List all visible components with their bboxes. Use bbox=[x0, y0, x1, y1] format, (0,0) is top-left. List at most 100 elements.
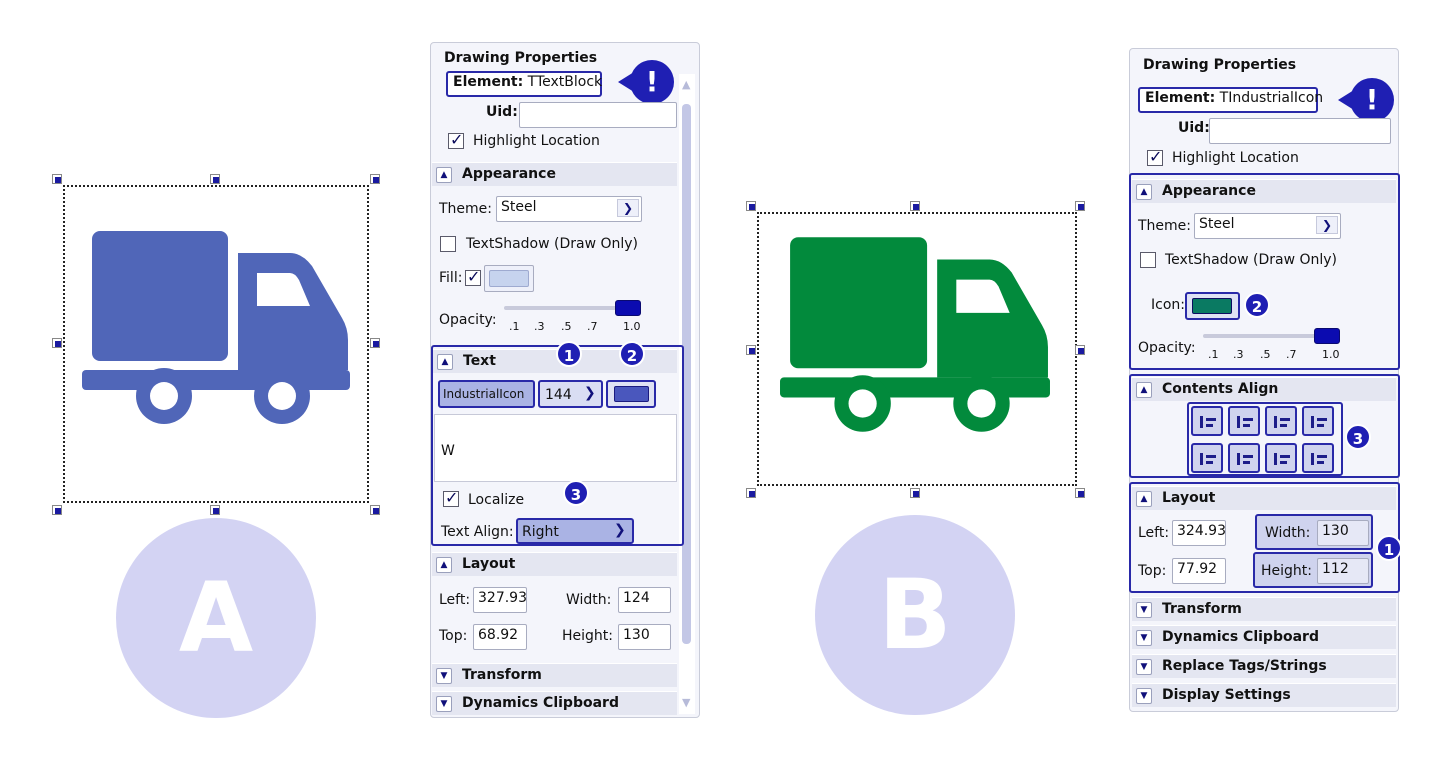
resize-handle-n-a[interactable] bbox=[210, 174, 220, 184]
font-size-value: 144 bbox=[545, 387, 572, 403]
section-transform-b[interactable]: ▼ Transform bbox=[1132, 597, 1396, 621]
theme-select[interactable]: Steel ❯ bbox=[496, 196, 642, 222]
width-input[interactable]: 130 bbox=[1317, 520, 1369, 546]
fill-color-swatch[interactable] bbox=[484, 265, 534, 292]
chevron-down-icon[interactable]: ❯ bbox=[617, 199, 639, 217]
opacity-tick-3: .5 bbox=[1260, 348, 1271, 361]
truck-icon-b[interactable] bbox=[778, 234, 1052, 432]
chevron-up-icon[interactable]: ▲ bbox=[436, 167, 452, 183]
resize-handle-nw-a[interactable] bbox=[52, 174, 62, 184]
selection-box-a[interactable] bbox=[63, 185, 369, 503]
chevron-down-icon[interactable]: ▼ bbox=[436, 668, 452, 684]
text-content-input[interactable]: W bbox=[434, 414, 677, 482]
align-stretch-horizontal-icon[interactable] bbox=[1302, 406, 1334, 436]
align-left-icon[interactable] bbox=[1191, 406, 1223, 436]
height-input[interactable]: 112 bbox=[1317, 558, 1369, 584]
opacity-slider-track[interactable] bbox=[1203, 334, 1330, 338]
section-appearance-a[interactable]: ▲ Appearance bbox=[432, 162, 677, 186]
resize-handle-nw-b[interactable] bbox=[746, 201, 756, 211]
opacity-slider-track[interactable] bbox=[504, 306, 632, 310]
resize-handle-s-a[interactable] bbox=[210, 505, 220, 515]
resize-handle-e-b[interactable] bbox=[1075, 345, 1085, 355]
opacity-slider-thumb[interactable] bbox=[1314, 328, 1340, 344]
section-dynamics-clipboard-a[interactable]: ▼ Dynamics Clipboard bbox=[432, 691, 677, 715]
section-title: Layout bbox=[462, 556, 516, 572]
chevron-down-icon[interactable]: ❯ bbox=[584, 385, 596, 401]
scroll-up-icon[interactable]: ▲ bbox=[682, 78, 691, 91]
contents-align-highlight bbox=[1129, 374, 1400, 478]
uid-input[interactable] bbox=[519, 102, 677, 128]
textshadow-checkbox[interactable] bbox=[440, 236, 456, 252]
resize-handle-se-a[interactable] bbox=[370, 505, 380, 515]
resize-handle-sw-b[interactable] bbox=[746, 488, 756, 498]
resize-handle-s-b[interactable] bbox=[910, 488, 920, 498]
section-title: Appearance bbox=[462, 166, 556, 182]
chevron-down-icon[interactable]: ❯ bbox=[614, 522, 626, 538]
highlight-location-checkbox[interactable] bbox=[448, 130, 464, 149]
height-input[interactable]: 130 bbox=[618, 624, 671, 650]
align-middle-icon[interactable] bbox=[1228, 443, 1260, 473]
element-type-box-b: Element: TIndustrialIcon bbox=[1138, 87, 1323, 113]
resize-handle-ne-a[interactable] bbox=[370, 174, 380, 184]
section-contents-align[interactable]: ▲ Contents Align bbox=[1132, 377, 1396, 401]
font-select[interactable]: IndustrialIcon bbox=[438, 380, 535, 408]
section-appearance-b[interactable]: ▲ Appearance bbox=[1132, 179, 1396, 203]
align-stretch-vertical-icon[interactable] bbox=[1302, 443, 1334, 473]
chevron-down-icon[interactable]: ▼ bbox=[1136, 688, 1152, 704]
resize-handle-se-b[interactable] bbox=[1075, 488, 1085, 498]
chevron-down-icon[interactable]: ▼ bbox=[1136, 659, 1152, 675]
chevron-down-icon[interactable]: ▼ bbox=[1136, 602, 1152, 618]
left-input[interactable]: 324.93 bbox=[1172, 520, 1226, 546]
highlight-location-checkbox[interactable] bbox=[1147, 147, 1163, 166]
chevron-down-icon[interactable]: ❯ bbox=[1316, 216, 1338, 234]
top-input[interactable]: 77.92 bbox=[1172, 558, 1226, 584]
scroll-thumb-a[interactable] bbox=[682, 104, 691, 644]
resize-handle-ne-b[interactable] bbox=[1075, 201, 1085, 211]
chevron-down-icon[interactable]: ▼ bbox=[1136, 630, 1152, 646]
section-layout-b[interactable]: ▲ Layout bbox=[1132, 486, 1396, 510]
chevron-up-icon[interactable]: ▲ bbox=[437, 354, 453, 370]
section-title: Text bbox=[463, 353, 496, 369]
section-title: Layout bbox=[1162, 490, 1216, 506]
section-dynamics-clipboard-b[interactable]: ▼ Dynamics Clipboard bbox=[1132, 625, 1396, 649]
resize-handle-w-b[interactable] bbox=[746, 345, 756, 355]
chevron-up-icon[interactable]: ▲ bbox=[1136, 491, 1152, 507]
chevron-up-icon[interactable]: ▲ bbox=[1136, 382, 1152, 398]
opacity-slider-thumb[interactable] bbox=[615, 300, 641, 316]
top-input[interactable]: 68.92 bbox=[473, 624, 527, 650]
align-right-icon[interactable] bbox=[1265, 406, 1297, 436]
chevron-down-icon[interactable]: ▼ bbox=[436, 696, 452, 712]
font-size-select[interactable]: 144 ❯ bbox=[538, 380, 603, 408]
section-display-settings[interactable]: ▼ Display Settings bbox=[1132, 683, 1396, 707]
resize-handle-sw-a[interactable] bbox=[52, 505, 62, 515]
align-center-icon[interactable] bbox=[1228, 406, 1260, 436]
left-input[interactable]: 327.93 bbox=[473, 587, 527, 613]
top-label: Top: bbox=[439, 628, 468, 644]
text-color-swatch[interactable] bbox=[606, 380, 656, 408]
width-input[interactable]: 124 bbox=[618, 587, 671, 613]
align-bottom-icon[interactable] bbox=[1265, 443, 1297, 473]
truck-icon-a[interactable] bbox=[80, 228, 352, 424]
resize-handle-e-a[interactable] bbox=[370, 338, 380, 348]
resize-handle-n-b[interactable] bbox=[910, 201, 920, 211]
scroll-down-icon[interactable]: ▼ bbox=[682, 696, 691, 709]
theme-select[interactable]: Steel ❯ bbox=[1194, 213, 1341, 239]
opacity-tick-1: .1 bbox=[509, 320, 520, 333]
textshadow-checkbox[interactable] bbox=[1140, 252, 1156, 268]
icon-color-swatch[interactable] bbox=[1185, 292, 1240, 320]
top-label: Top: bbox=[1138, 563, 1167, 579]
opacity-tick-4: .7 bbox=[1286, 348, 1297, 361]
section-layout-a[interactable]: ▲ Layout bbox=[432, 552, 677, 576]
localize-checkbox[interactable] bbox=[443, 488, 459, 507]
opacity-tick-1: .1 bbox=[1208, 348, 1219, 361]
section-replace-tags-strings[interactable]: ▼ Replace Tags/Strings bbox=[1132, 654, 1396, 678]
chevron-up-icon[interactable]: ▲ bbox=[436, 557, 452, 573]
label-a-circle: A bbox=[116, 518, 316, 718]
uid-input[interactable] bbox=[1209, 118, 1391, 144]
text-align-select[interactable]: Right ❯ bbox=[516, 518, 634, 544]
align-top-icon[interactable] bbox=[1191, 443, 1223, 473]
chevron-up-icon[interactable]: ▲ bbox=[1136, 184, 1152, 200]
fill-checkbox[interactable] bbox=[465, 267, 481, 286]
section-transform-a[interactable]: ▼ Transform bbox=[432, 663, 677, 687]
resize-handle-w-a[interactable] bbox=[52, 338, 62, 348]
